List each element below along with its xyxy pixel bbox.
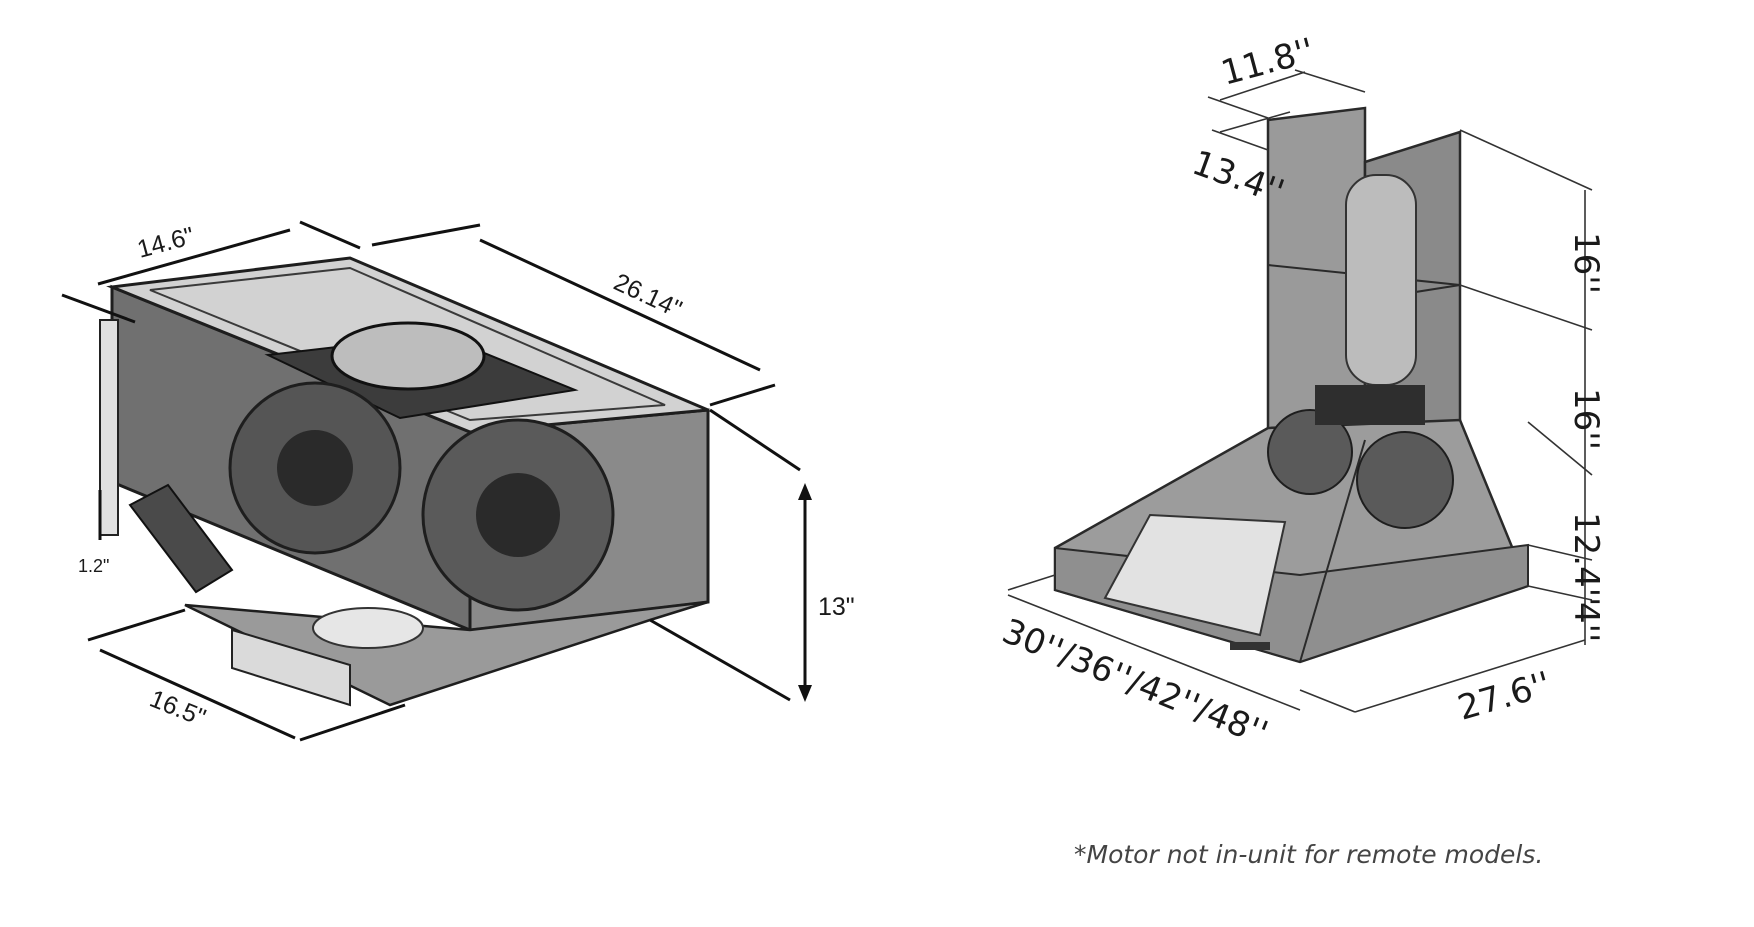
hood-dim-lower-chimney: 16'' <box>1566 388 1606 450</box>
hood-dimension-lines <box>1007 69 1593 713</box>
hood-canopy-edge <box>1299 439 1366 663</box>
hood-control-strip <box>1230 642 1270 650</box>
hood-dim-front-lip: 4'' <box>1566 602 1606 642</box>
insert-dimension-arrows <box>798 483 812 702</box>
insert-dim-depth-bottom: 16.5" <box>146 685 210 733</box>
insert-blower-left-hub <box>277 430 353 506</box>
hood-duct-pipe <box>1345 174 1417 386</box>
hood-blower-right <box>1356 431 1454 529</box>
footnote: *Motor not in-unit for remote models. <box>1074 840 1544 869</box>
insert-bottom-bracket <box>231 628 351 707</box>
insert-control-box <box>128 483 234 594</box>
insert-mount-bracket <box>99 319 119 536</box>
insert-bottom-vent <box>312 607 424 649</box>
hood-filter-panel <box>1103 513 1287 637</box>
hood-dim-upper-chimney: 16'' <box>1566 232 1606 294</box>
hood-blower-left <box>1267 409 1353 495</box>
hood-blower-housing <box>1315 385 1425 425</box>
insert-dimension-lines <box>61 220 807 742</box>
insert-dim-width: 26.14" <box>609 268 686 324</box>
insert-dim-bracket: 1.2" <box>78 556 109 576</box>
insert-unit-drawing: 14.6" 26.14" 1.2" 16.5" 13" <box>61 220 855 742</box>
insert-blower-right-hub <box>476 473 560 557</box>
hood-dim-depth: 27.6'' <box>1453 664 1555 728</box>
insert-top-collar <box>330 321 486 391</box>
wall-hood-drawing: 11.8'' 13.4'' 16'' 16'' 12.4'' 4'' 30''/… <box>997 31 1606 754</box>
hood-dim-canopy-height: 12.4'' <box>1566 512 1606 606</box>
insert-dim-height: 13" <box>818 593 855 621</box>
